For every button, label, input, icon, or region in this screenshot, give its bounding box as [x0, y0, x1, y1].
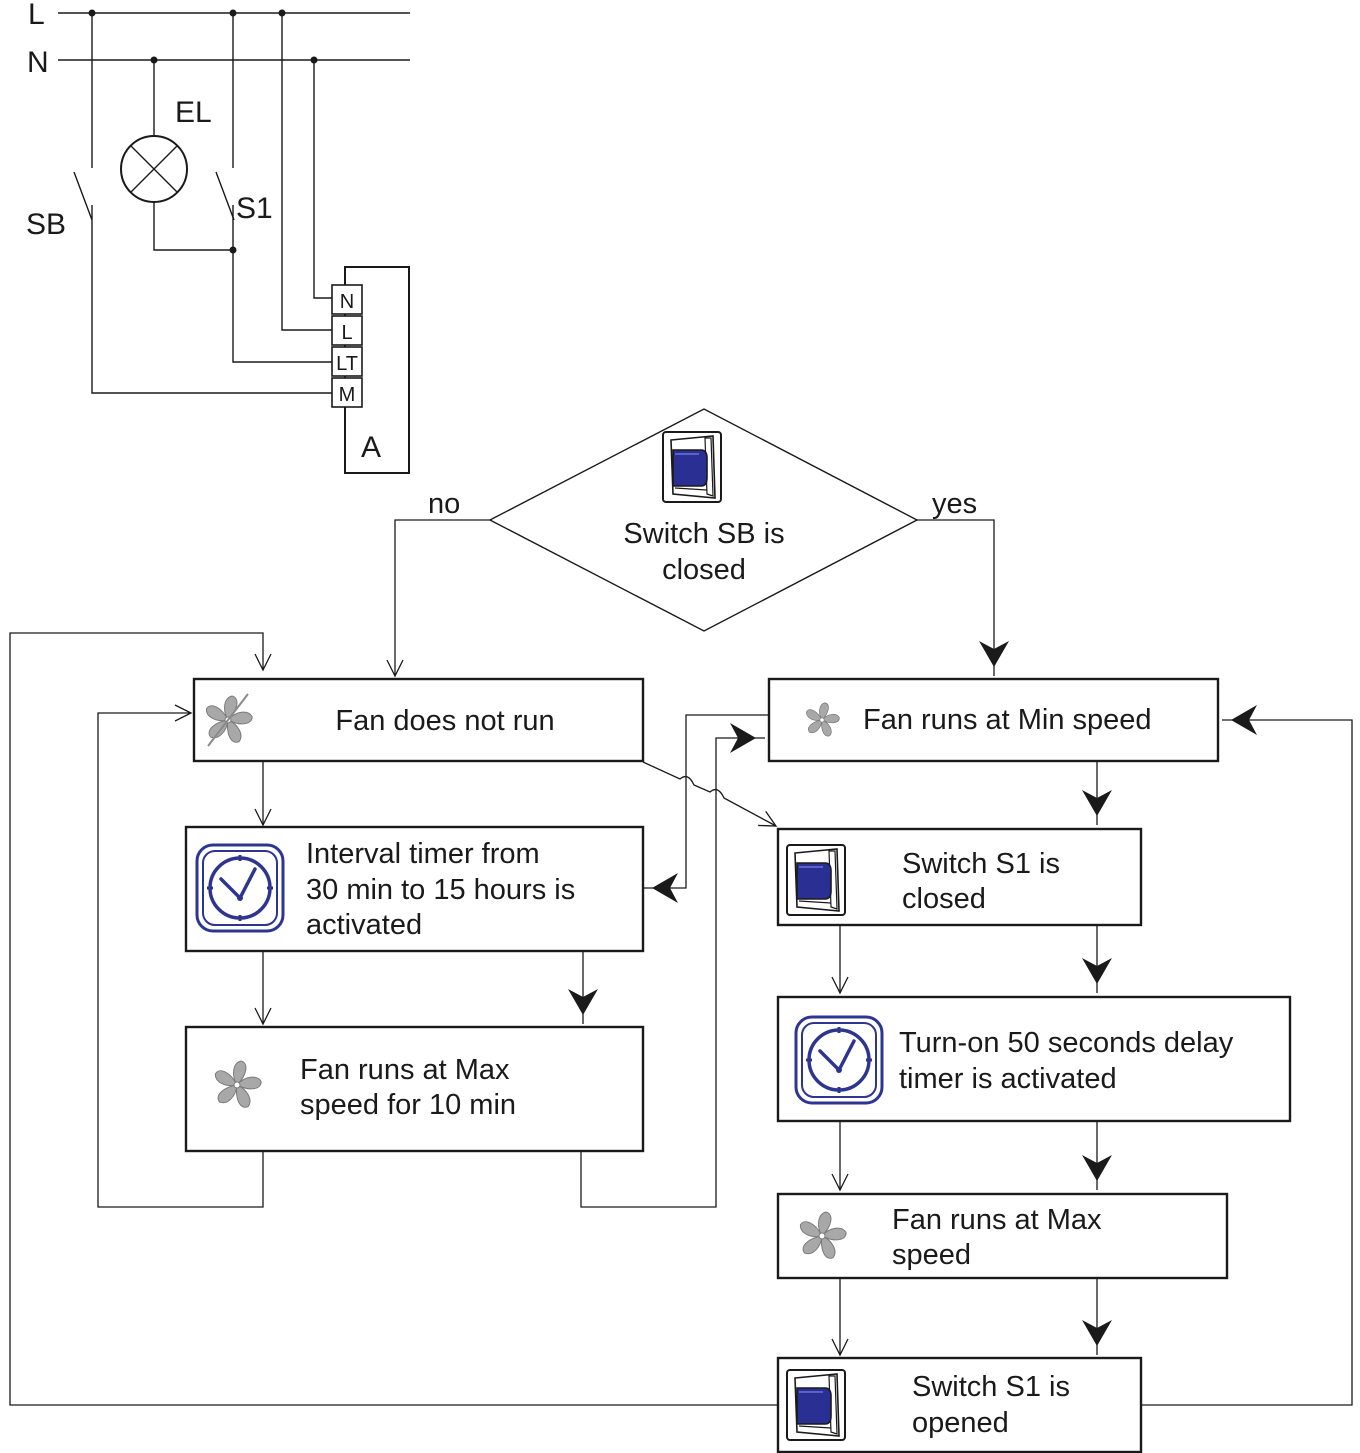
switch-sb-label: SB	[26, 208, 66, 241]
decision-yes-label: yes	[932, 488, 977, 520]
decision-no-label: no	[428, 488, 460, 520]
box-fan-max-10: Fan runs at Max speed for 10 min	[184, 1025, 645, 1153]
delay-timer-line1: Turn-on 50 seconds delay	[899, 1027, 1234, 1059]
s1-closed-line2: closed	[902, 883, 986, 915]
box-fan-does-not-run: Fan does not run	[192, 677, 645, 763]
fan-max-10-line2: speed for 10 min	[300, 1089, 516, 1121]
interval-timer-line2: 30 min to 15 hours is	[306, 874, 575, 906]
fan-min-speed-label: Fan runs at Min speed	[863, 704, 1152, 736]
fan-max-line1: Fan runs at Max	[892, 1204, 1102, 1236]
fan-does-not-run-label: Fan does not run	[335, 705, 554, 737]
rocker-switch-icon	[786, 844, 846, 916]
terminal-m: M	[339, 384, 356, 406]
rocker-switch-icon	[662, 431, 722, 503]
decision-label-line2: closed	[662, 554, 746, 586]
line-n-label: N	[27, 46, 49, 79]
clock-icon	[195, 843, 285, 933]
terminal-lt: LT	[336, 353, 358, 375]
box-s1-closed: Switch S1 is closed	[776, 827, 1143, 927]
flow-connectors	[9, 519, 1353, 1406]
line-l-label: L	[28, 0, 45, 31]
terminal-n: N	[340, 291, 354, 313]
s1-opened-line1: Switch S1 is	[912, 1371, 1070, 1403]
fan-max-10-line1: Fan runs at Max	[300, 1054, 510, 1086]
box-s1-opened: Switch S1 is opened	[776, 1356, 1143, 1453]
switch-s1-label: S1	[236, 192, 273, 225]
box-interval-timer: Interval timer from 30 min to 15 hours i…	[184, 825, 645, 953]
rocker-switch-icon	[786, 1369, 846, 1441]
wiring-schematic: L N SB EL S1 N	[26, 0, 410, 474]
decision-label-line1: Switch SB is	[623, 518, 784, 550]
s1-opened-line2: opened	[912, 1407, 1009, 1439]
fan-max-line2: speed	[892, 1239, 971, 1271]
switch-s1-contact	[215, 171, 235, 221]
lamp-el-label: EL	[175, 96, 212, 129]
decision-switch-sb: Switch SB is closed no yes	[428, 408, 977, 632]
interval-timer-line1: Interval timer from	[306, 838, 540, 870]
box-fan-min-speed: Fan runs at Min speed	[767, 677, 1220, 763]
device-a-label: A	[361, 431, 381, 464]
s1-closed-line1: Switch S1 is	[902, 848, 1060, 880]
terminal-l: L	[341, 322, 352, 344]
interval-timer-line3: activated	[306, 909, 422, 941]
box-fan-max: Fan runs at Max speed	[776, 1192, 1229, 1280]
switch-sb-contact	[73, 171, 93, 221]
delay-timer-line2: timer is activated	[899, 1063, 1117, 1095]
box-delay-timer: Turn-on 50 seconds delay timer is activa…	[776, 995, 1292, 1123]
clock-icon	[794, 1015, 884, 1105]
